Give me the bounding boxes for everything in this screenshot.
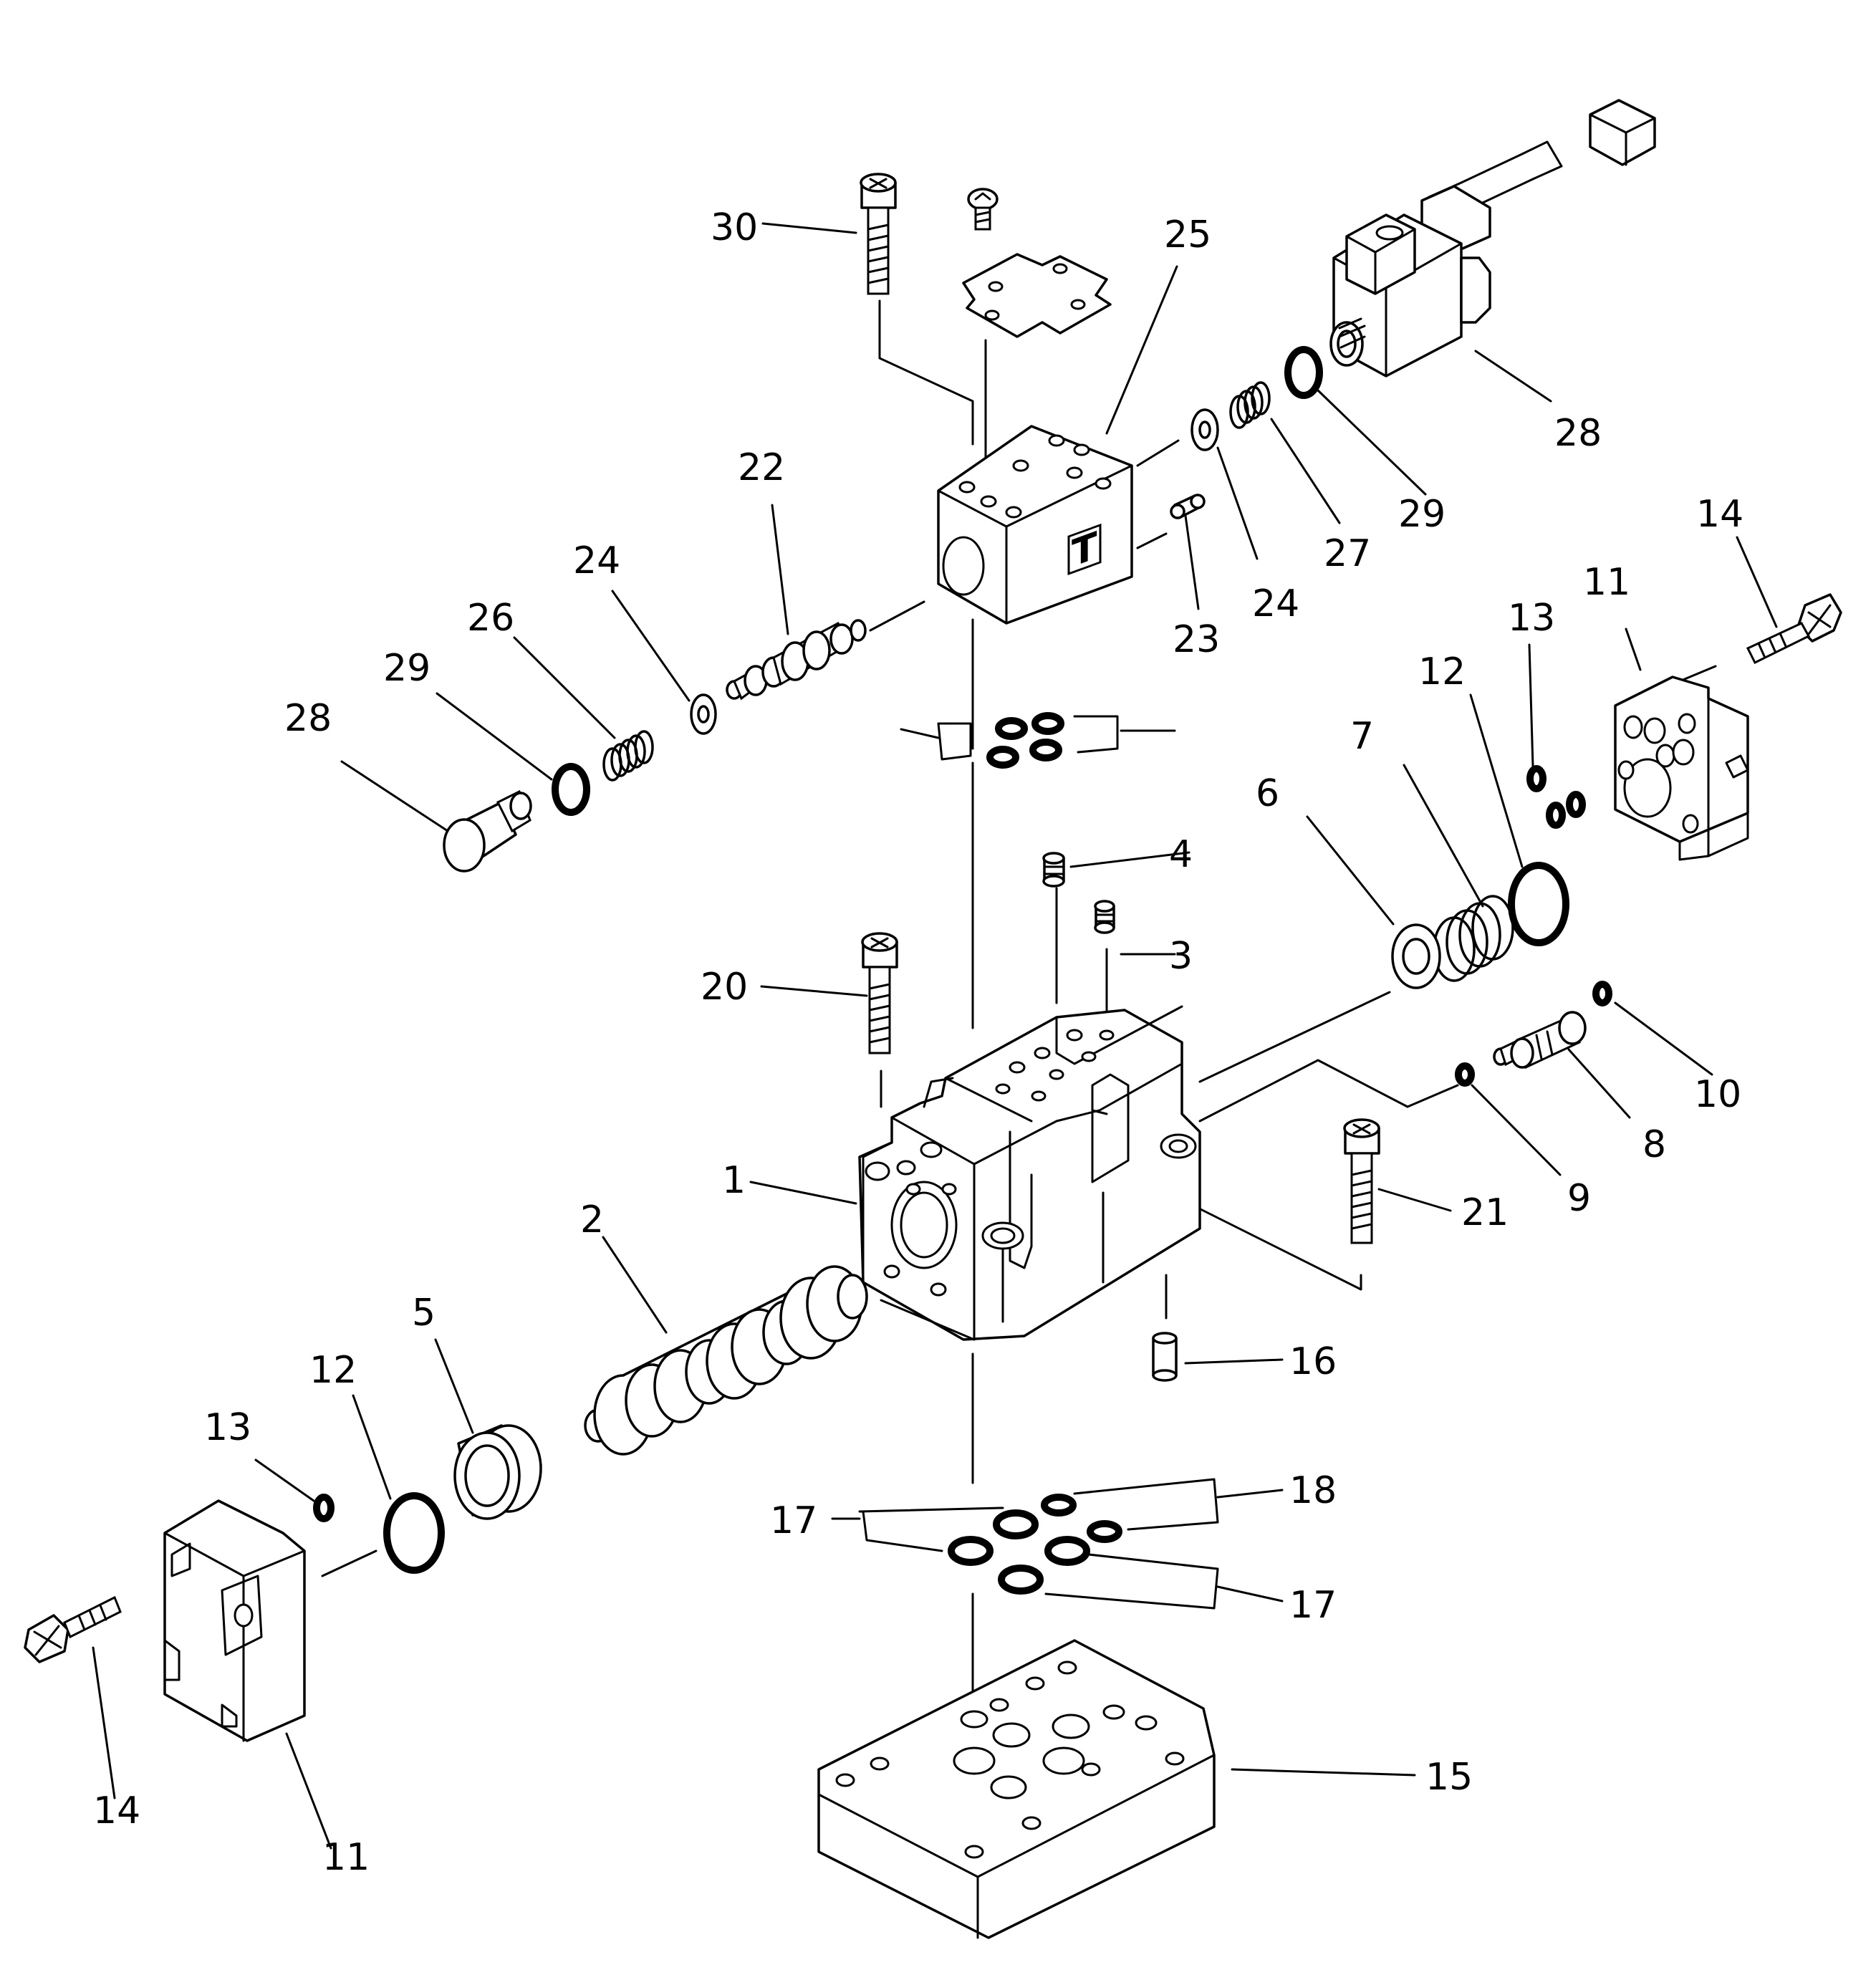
part-24-seat-right	[1190, 408, 1219, 451]
part-10-o-ring	[1592, 981, 1612, 1006]
callout-17-right: 17	[1289, 1584, 1337, 1627]
part-2-main-spool	[584, 1265, 868, 1456]
part-19-bolt	[861, 932, 898, 1054]
leader-lines	[92, 222, 1778, 1850]
callout-3: 3	[1169, 935, 1193, 978]
callout-26: 28	[1554, 412, 1602, 455]
part-1-valve-body	[858, 1005, 1201, 1341]
callout-25-right: 27	[1324, 532, 1371, 575]
part-7-spring	[1433, 895, 1514, 982]
part-29-o-rings	[937, 712, 1119, 769]
callout-11-left: 11	[322, 1836, 370, 1879]
callout-24-right: 24	[1252, 582, 1299, 625]
part-14-bolt-right	[1746, 593, 1842, 665]
callout-19: 20	[701, 966, 748, 1009]
part-24-seat-left	[690, 693, 717, 735]
callout-21: 25	[1164, 213, 1211, 256]
callout-4: 4	[1169, 833, 1193, 876]
small-screw	[967, 188, 999, 231]
callout-22: 22	[738, 446, 785, 489]
callout-20: 21	[1461, 1191, 1509, 1234]
callout-23: 23	[1173, 618, 1220, 661]
callout-24-left: 24	[573, 539, 620, 582]
callout-7: 7	[1350, 715, 1374, 758]
callout-28-right: 29	[1398, 493, 1446, 536]
part-15-base-plate	[817, 1639, 1216, 1939]
callout-25-left: 26	[467, 597, 514, 640]
callout-28-left: 29	[383, 647, 430, 690]
callout-27: 28	[284, 697, 332, 740]
callout-18: 18	[1289, 1469, 1337, 1512]
part-25-spring-right	[1229, 381, 1271, 429]
part-30-bolt	[860, 173, 897, 295]
callout-15: 15	[1425, 1756, 1473, 1799]
part-20-bolt	[1343, 1118, 1380, 1244]
part-12-o-ring-left	[383, 1492, 445, 1574]
part-11-cover-left	[163, 1499, 306, 1742]
part-25-spring-left	[602, 730, 654, 782]
callout-14-left: 14	[93, 1789, 140, 1832]
part-14-bolt-left	[24, 1595, 122, 1663]
part-6-seat	[1391, 923, 1441, 989]
part-9-o-ring	[1455, 1062, 1475, 1087]
callout-6: 6	[1256, 772, 1279, 815]
part-11-cover-right	[1614, 676, 1749, 861]
callout-12-left: 12	[309, 1349, 357, 1392]
part-4-plug	[1042, 852, 1065, 888]
part-28-o-ring-left	[552, 763, 590, 816]
part-13-o-rings-right	[1526, 765, 1586, 829]
part-3-plug	[1094, 900, 1115, 934]
part-21-solenoid-body: T	[937, 425, 1133, 625]
part-26-solenoid-coil	[1329, 99, 1656, 378]
callout-9: 9	[1567, 1177, 1591, 1220]
part-23-pin	[1170, 494, 1206, 519]
part-8-check-valve	[1493, 1011, 1587, 1070]
callout-30: 30	[711, 206, 758, 249]
callout-8: 8	[1642, 1123, 1666, 1166]
part-28-o-ring-right	[1284, 346, 1323, 399]
callout-14-right: 14	[1696, 493, 1743, 536]
callout-10: 10	[1694, 1073, 1741, 1116]
callout-5: 5	[412, 1292, 436, 1335]
part-22-pilot-spool	[726, 619, 867, 701]
callout-12-right: 12	[1418, 650, 1466, 693]
callout-16: 16	[1289, 1340, 1337, 1383]
part-12-o-ring-right	[1508, 862, 1569, 946]
part-27-plug	[443, 789, 532, 873]
part-17-18-o-rings	[858, 1478, 1219, 1610]
callout-17-left: 17	[770, 1499, 817, 1542]
gasket-plate	[962, 253, 1112, 338]
callout-11-right: 11	[1583, 561, 1630, 604]
part-13-o-ring-left	[313, 1494, 335, 1522]
callout-2: 2	[580, 1198, 604, 1241]
part-5-sleeve	[453, 1424, 542, 1520]
callout-labels: 30 25 28 29 27 24 23 22 24 26 29 28 4 3 …	[93, 206, 1743, 1879]
callout-13-right: 13	[1508, 597, 1555, 640]
part-16-pin	[1152, 1332, 1178, 1382]
solenoid-symbol: T	[1072, 523, 1097, 576]
callout-13-left: 13	[204, 1406, 251, 1449]
callout-1: 1	[722, 1159, 746, 1202]
